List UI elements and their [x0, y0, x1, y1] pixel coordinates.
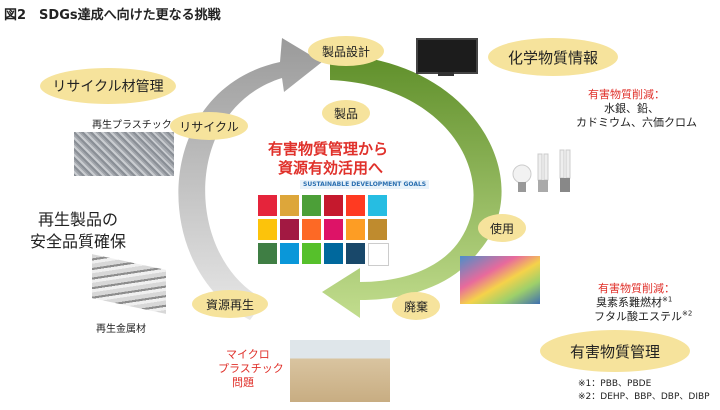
label-chem-info: 化学物質情報 [488, 38, 618, 76]
microplastic-line1: マイクロ [226, 348, 270, 361]
tv-image [416, 38, 478, 74]
sdg-goal-tile-1 [258, 195, 277, 216]
recycled-plastic-label: 再生プラスチック [92, 120, 172, 131]
reduce2-line1: 臭素系難燃材※1 [596, 294, 672, 310]
label-recycle: リサイクル [170, 112, 248, 140]
footnote-1: ※1：PBB、PBDE [578, 379, 652, 389]
cables-image [460, 256, 540, 304]
label-disposal: 廃棄 [392, 292, 440, 320]
beach-plastic-image [290, 340, 390, 402]
safety-line2: 安全品質確保 [30, 232, 127, 251]
light-bulbs-image [512, 149, 571, 192]
sdg-goal-tile-16 [324, 243, 343, 264]
tv-stand [438, 72, 454, 76]
sdg-goal-tile-9 [302, 219, 321, 240]
recycled-metal-label: 再生金属材 [96, 324, 146, 335]
sdg-goal-tile-12 [368, 219, 387, 240]
reduce2-line1-text: 臭素系難燃材 [596, 296, 662, 309]
center-line1: 有害物質管理から [268, 140, 389, 158]
sdg-goal-tile-10 [324, 219, 343, 240]
reduce1-line1: 水銀、鉛、 [604, 102, 659, 115]
center-line2: 資源有効活用へ [278, 159, 384, 177]
label-recycled-material-mgmt: リサイクル材管理 [40, 68, 176, 104]
sdg-goal-tile-3 [302, 195, 321, 216]
sdg-goal-tile-11 [346, 219, 365, 240]
sdg-goal-tile-4 [324, 195, 343, 216]
reduce2-title: 有害物質削減： [598, 282, 675, 295]
label-use: 使用 [478, 214, 526, 242]
sdg-tiles [258, 195, 389, 267]
sdg-goal-tile-14 [280, 243, 299, 264]
reduce2-line2: フタル酸エステル※2 [594, 308, 692, 324]
sdg-goal-tile-13 [258, 243, 277, 264]
sdg-goal-tile-5 [346, 195, 365, 216]
green-arrow [322, 55, 502, 318]
reduce1-title: 有害物質削減： [588, 88, 665, 101]
reduce1-line2: カドミウム、六価クロム [576, 116, 697, 129]
reduce2-line2-text: フタル酸エステル [594, 310, 682, 323]
microplastic-line3: 問題 [232, 376, 254, 389]
sdg-goal-tile-15 [302, 243, 321, 264]
sdg-goal-tile-2 [280, 195, 299, 216]
figure-title: 図2 SDGs達成へ向けた更なる挑戦 [4, 8, 221, 23]
label-regeneration: 資源再生 [192, 290, 268, 318]
gray-arrow [178, 38, 322, 320]
sdg-goal-tile-7 [258, 219, 277, 240]
plastic-pellets-image [74, 132, 174, 176]
safety-line1: 再生製品の [38, 210, 119, 229]
sdg-goal-tile-6 [368, 195, 387, 216]
footnote-2: ※2：DEHP、BBP、DBP、DIBP [578, 392, 710, 402]
sdg-goal-tile-8 [280, 219, 299, 240]
label-product-design: 製品設計 [308, 36, 384, 66]
note1-marker: ※1 [662, 295, 673, 304]
sdg-goal-tile-17 [346, 243, 365, 264]
label-product: 製品 [322, 100, 370, 126]
sdg-goal-tile-18 [368, 243, 389, 266]
note2-marker: ※2 [682, 309, 693, 318]
sdg-logo: SUSTAINABLE DEVELOPMENT GOALS [300, 180, 430, 189]
microplastic-line2: プラスチック [218, 362, 284, 375]
label-hazard-mgmt: 有害物質管理 [540, 330, 690, 372]
